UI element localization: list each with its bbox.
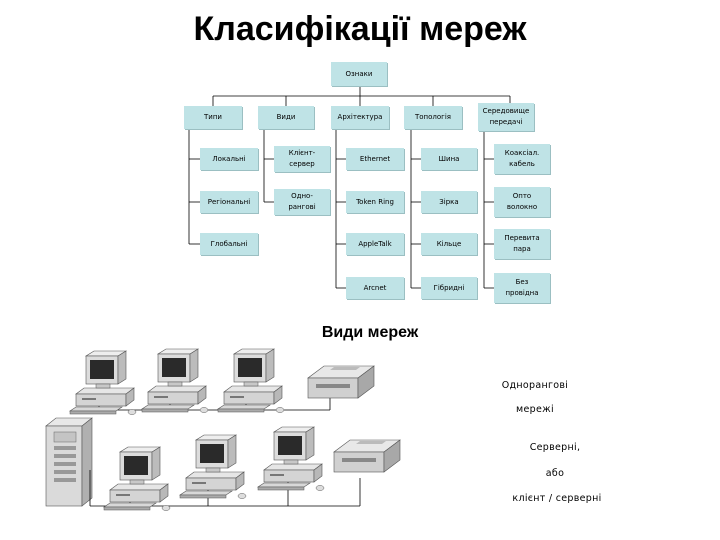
server-client-computer-3 — [258, 427, 324, 491]
server-printer — [334, 440, 400, 472]
server-client-computer-1 — [104, 447, 170, 511]
peer-computer-1 — [70, 351, 136, 415]
peer-computer-3 — [218, 349, 284, 413]
server-network-label-line2: або — [500, 468, 610, 479]
peer-network-label-line1: Однорангові — [490, 380, 580, 391]
server-client-computer-2 — [180, 435, 246, 499]
peer-printer — [308, 366, 374, 398]
server-network-label-line3: клієнт / серверні — [492, 493, 622, 504]
server-tower — [46, 418, 92, 506]
peer-network-label-line2: мережі — [490, 404, 580, 415]
peer-computer-2 — [142, 349, 208, 413]
server-network-label-line1: Серверні, — [500, 442, 610, 453]
